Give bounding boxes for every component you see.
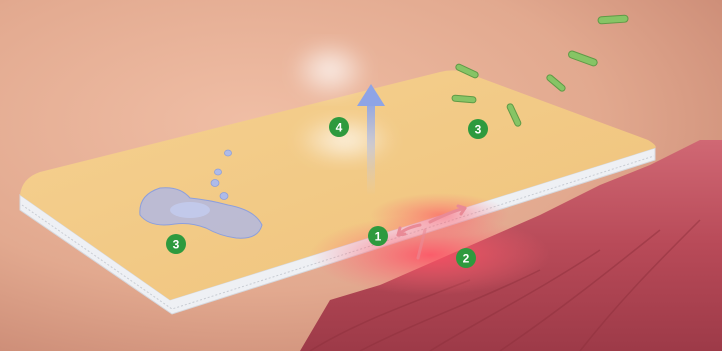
marker-2-label: 2 — [463, 252, 470, 266]
marker-4-label: 4 — [336, 121, 343, 135]
vapor-cloud-upper — [290, 40, 370, 100]
marker-3-bacteria-label: 3 — [475, 123, 482, 137]
marker-1-label: 1 — [375, 230, 382, 244]
exudate-glow-upper — [370, 193, 510, 237]
marker-3-bacteria: 3 — [468, 119, 488, 139]
marker-1: 1 — [368, 226, 388, 246]
marker-3-droplet-label: 3 — [173, 238, 180, 252]
marker-4: 4 — [329, 117, 349, 137]
marker-3-droplet: 3 — [166, 234, 186, 254]
water-puddle-highlight — [170, 202, 210, 218]
marker-2: 2 — [456, 248, 476, 268]
